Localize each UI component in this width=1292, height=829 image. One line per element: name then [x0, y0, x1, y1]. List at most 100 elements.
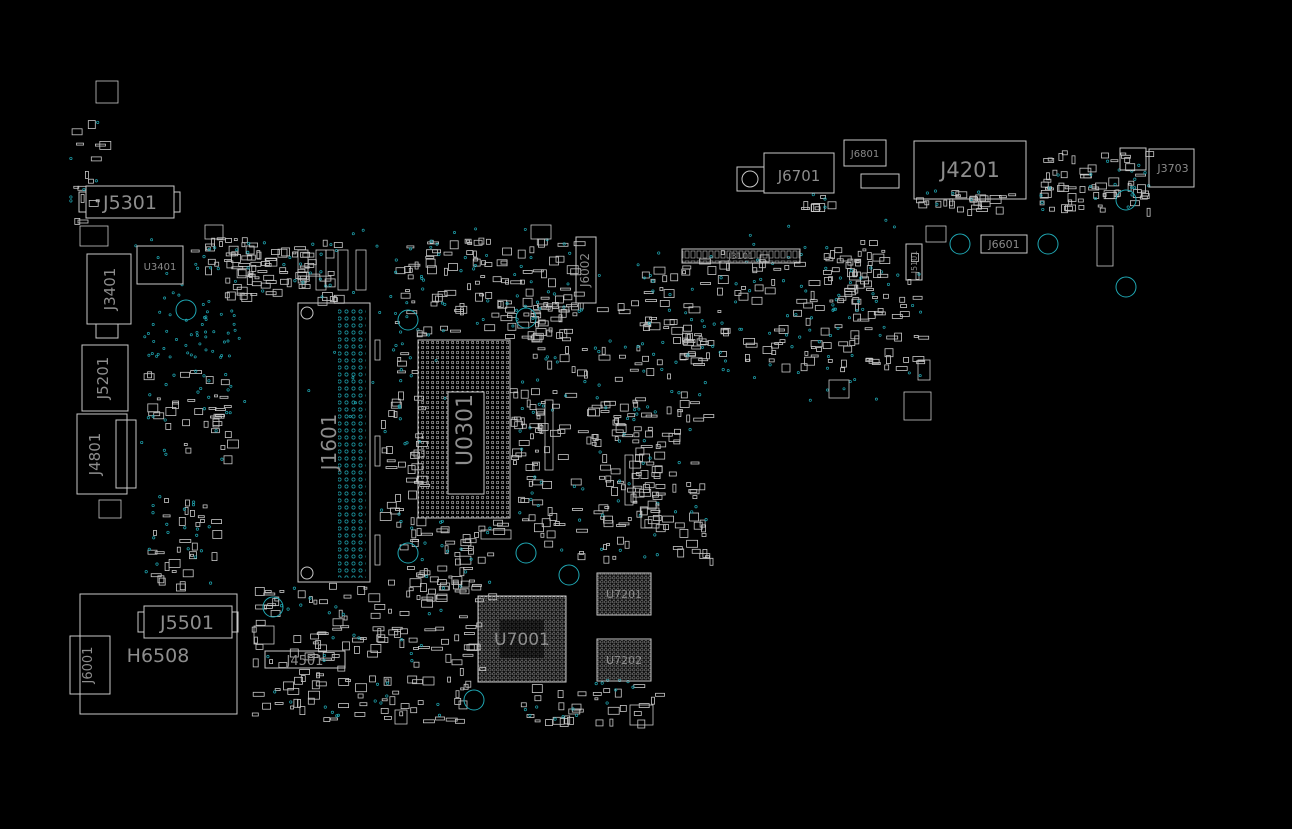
via	[380, 508, 384, 512]
smd-part	[532, 269, 544, 273]
via	[155, 562, 159, 566]
smd-part	[564, 328, 573, 334]
part-J6801[interactable]	[843, 139, 900, 189]
smd-part	[957, 206, 964, 213]
smd-part	[377, 628, 382, 637]
via	[151, 323, 155, 326]
smd-part	[631, 300, 639, 307]
smd-part	[448, 263, 458, 271]
via	[515, 294, 519, 298]
smd-part	[241, 242, 246, 248]
part-U7201[interactable]	[596, 572, 652, 616]
via	[828, 333, 833, 338]
part-J5201[interactable]	[81, 344, 129, 412]
smd-part	[220, 379, 230, 386]
via	[208, 266, 213, 270]
smd-part	[388, 579, 395, 586]
component-clutter	[69, 80, 1155, 729]
part-J4201[interactable]	[913, 140, 1027, 200]
smd-part	[521, 423, 527, 429]
smd-part	[619, 354, 626, 359]
part-J3401[interactable]	[86, 253, 132, 339]
part-J5101[interactable]	[905, 243, 923, 281]
via	[785, 333, 789, 337]
part-U3401[interactable]	[136, 245, 184, 285]
smd-part	[460, 548, 473, 551]
smd-part	[599, 475, 605, 480]
via	[799, 284, 803, 288]
smd-part	[547, 507, 553, 516]
via	[186, 351, 190, 355]
via	[226, 339, 230, 343]
smd-part	[633, 684, 646, 688]
part-J6701[interactable]	[736, 152, 835, 194]
via	[977, 190, 981, 194]
via	[151, 511, 155, 515]
via	[618, 548, 622, 552]
label-U7201: U7201	[606, 588, 642, 601]
smd-part	[857, 318, 870, 322]
smd-part	[228, 245, 239, 255]
via	[748, 289, 752, 293]
smd-part	[274, 702, 284, 705]
part-J6601[interactable]	[980, 234, 1028, 254]
smd-part	[1091, 184, 1097, 190]
smd-part	[414, 261, 419, 270]
via	[400, 342, 404, 346]
smd-part	[187, 398, 196, 402]
smd-part	[537, 320, 549, 327]
smd-part	[543, 302, 549, 307]
smd-part	[656, 359, 663, 366]
via	[327, 611, 331, 615]
smd-part	[1125, 163, 1136, 172]
part-J4801[interactable]	[76, 413, 137, 495]
smd-part	[854, 335, 860, 345]
smd-part	[915, 271, 920, 280]
part-J1601[interactable]	[297, 302, 371, 583]
smd-part	[157, 575, 165, 584]
part-J5301[interactable]	[78, 185, 181, 219]
via	[155, 354, 159, 358]
part-U7001[interactable]	[477, 595, 567, 683]
via	[216, 267, 220, 271]
smd-part	[279, 267, 287, 273]
via	[207, 247, 211, 251]
smd-part	[368, 593, 381, 603]
part-U7202[interactable]	[596, 638, 652, 682]
smd-part	[635, 454, 643, 462]
smd-part	[949, 200, 955, 209]
smd-part	[337, 665, 346, 672]
smd-part	[474, 532, 480, 538]
part-J3101[interactable]	[681, 248, 801, 264]
smd-part	[881, 249, 886, 253]
part-U0301[interactable]	[417, 339, 511, 519]
via	[69, 199, 73, 203]
smd-part	[421, 596, 434, 600]
via	[144, 570, 148, 574]
via	[398, 417, 402, 421]
part-J5501[interactable]	[137, 605, 239, 639]
smd-part	[564, 715, 571, 725]
part-H6508[interactable]	[69, 593, 238, 715]
part-J6002[interactable]	[575, 236, 597, 304]
smd-part	[210, 428, 220, 434]
smd-part	[467, 283, 472, 291]
smd-part	[444, 545, 449, 555]
smd-part	[323, 717, 331, 722]
smd-part	[370, 612, 381, 619]
via	[156, 256, 160, 260]
via	[1130, 185, 1134, 190]
via	[334, 249, 338, 252]
via	[226, 388, 230, 392]
smd-part	[691, 548, 701, 554]
part-J3703[interactable]	[1119, 147, 1195, 188]
via	[204, 318, 208, 321]
smd-part	[900, 304, 907, 308]
via	[651, 279, 655, 283]
part-J4501[interactable]	[264, 650, 346, 669]
via	[308, 596, 312, 600]
smd-part	[903, 356, 909, 363]
via	[331, 636, 335, 640]
smd-part	[219, 241, 223, 247]
via	[925, 191, 929, 195]
